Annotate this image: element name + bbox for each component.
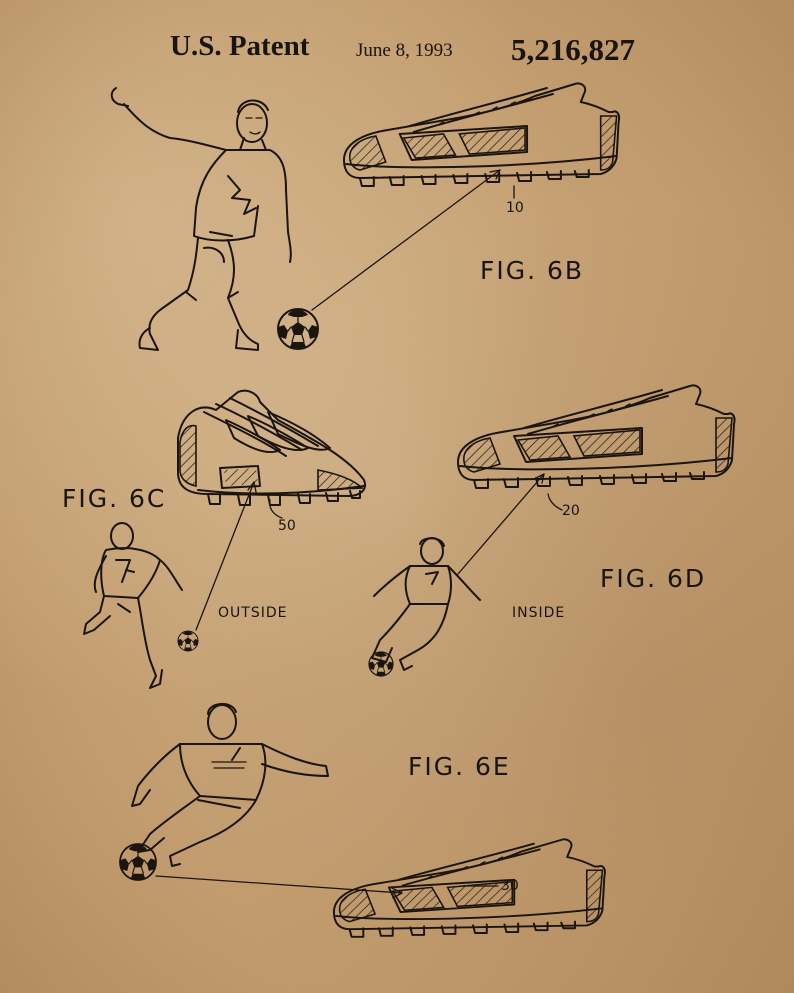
fig-6d-ball bbox=[368, 651, 394, 677]
fig-6d-label: FIG. 6D bbox=[600, 564, 707, 593]
fig-6e-cleat bbox=[332, 838, 606, 938]
patent-title: U.S. Patent bbox=[170, 30, 310, 62]
fig-6b-ref-number: 10 bbox=[506, 200, 524, 216]
fig-6b-arrowhead bbox=[489, 169, 501, 180]
fig-6c-cleat bbox=[177, 389, 367, 506]
fig-6e-ball bbox=[119, 843, 157, 881]
fig-6c-caption: OUTSIDE bbox=[218, 605, 288, 621]
patent-date: June 8, 1993 bbox=[356, 40, 453, 61]
patent-number: 5,216,827 bbox=[511, 32, 635, 67]
fig-6e-player bbox=[131, 703, 329, 867]
fig-6d-cleat bbox=[457, 384, 736, 489]
fig-6c-ref-number: 50 bbox=[278, 518, 296, 534]
fig-6b-ball bbox=[277, 308, 319, 350]
fig-6c-arrowhead bbox=[247, 481, 257, 493]
fig-6d-player bbox=[371, 537, 481, 671]
fig-6e-ref-number: 30 bbox=[501, 878, 519, 894]
fig-6d-leader-line bbox=[457, 473, 545, 575]
fig-6e-label: FIG. 6E bbox=[408, 752, 511, 781]
fig-6b-cleat bbox=[342, 82, 621, 187]
fig-6d-arrowhead bbox=[535, 473, 545, 484]
fig-6c-label: FIG. 6C bbox=[62, 484, 167, 513]
fig-6e-arrowhead bbox=[391, 887, 403, 899]
fig-6e-leader-line bbox=[155, 875, 403, 894]
fig-6b-label: FIG. 6B bbox=[480, 256, 585, 285]
fig-6d-ref-tick bbox=[547, 493, 563, 511]
fig-6c-player bbox=[83, 522, 183, 689]
fig-6c-ball bbox=[177, 630, 199, 652]
fig-6b-player bbox=[110, 87, 292, 351]
fig-6d-caption: INSIDE bbox=[512, 605, 566, 621]
fig-6d-ref-number: 20 bbox=[562, 503, 580, 519]
fig-6c-ref-tick bbox=[269, 499, 283, 519]
fig-6b-leader-line bbox=[311, 169, 501, 311]
fig-6c-leader-line bbox=[195, 481, 255, 631]
